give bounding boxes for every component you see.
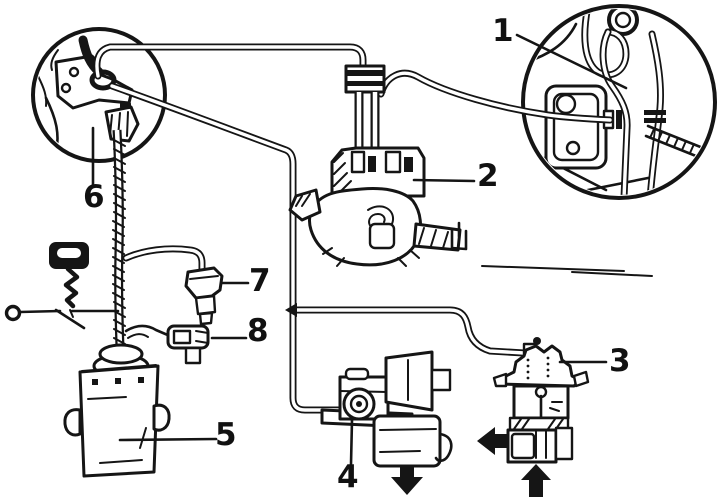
hose-clamp <box>644 110 666 115</box>
thermo-valve-assembly <box>288 92 468 267</box>
detail-circle-left <box>31 27 167 163</box>
connector-block <box>344 64 386 94</box>
temperature-sensor <box>122 245 224 326</box>
hose-to-detail-circle <box>377 69 614 124</box>
hose-loop <box>581 9 664 195</box>
junction-marker-icon <box>285 303 297 317</box>
wiring-connector <box>124 324 210 365</box>
grommet-ring <box>607 9 639 36</box>
vacuum-tube-top <box>93 43 367 80</box>
spring-dots <box>526 356 550 380</box>
switch-wire <box>4 304 120 330</box>
callout-8: 8 <box>247 313 269 349</box>
egr-valve-assembly <box>477 337 590 497</box>
flow-arrow-down-icon <box>391 466 423 495</box>
ground-line-marks <box>481 265 653 277</box>
control-unit <box>63 343 171 478</box>
vacuum-tube-diagonal-down <box>108 82 346 414</box>
callout-3: 3 <box>609 343 631 379</box>
flow-arrow-left-icon <box>477 427 509 455</box>
callout-2: 2 <box>477 158 499 194</box>
detail-circle-right <box>521 4 717 200</box>
callout-5: 5 <box>215 417 237 453</box>
vacuum-tube-to-egr <box>293 306 528 357</box>
air-valve-assembly <box>320 350 453 495</box>
callout-6: 6 <box>83 179 105 215</box>
callout-7: 7 <box>249 263 271 299</box>
ignition-key-icon <box>49 242 89 318</box>
callout-1: 1 <box>492 13 514 49</box>
flow-arrow-up-icon <box>521 464 551 497</box>
hose-fitting <box>89 69 117 91</box>
callout-4: 4 <box>337 459 359 495</box>
leader-lines <box>91 33 628 466</box>
striped-cable <box>112 129 126 349</box>
